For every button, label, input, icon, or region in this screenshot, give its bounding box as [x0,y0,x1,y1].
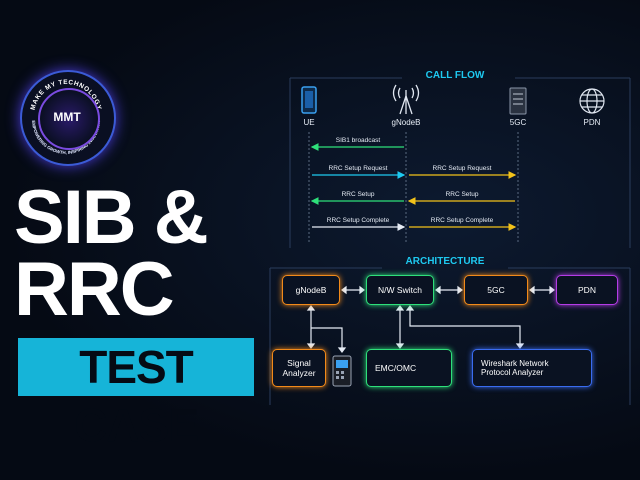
msg-rrc-setup-complete-left: RRC Setup Complete [326,217,390,224]
link-switch-wireshark [409,306,521,348]
signal-analyzer-line2: Analyzer [282,368,316,378]
entity-label-gnodeb: gNodeB [391,118,421,127]
wireshark-line1: Wireshark Network [481,359,549,368]
entity-label-ue: UE [303,118,315,127]
node-signal-analyzer: Signal Analyzer [272,349,326,387]
link-analyzer-device [311,327,343,352]
logo-emblem [38,88,100,150]
node-5gc: 5GC [464,275,528,305]
handheld-analyzer-icon [332,355,352,387]
entity-label-pdn: PDN [583,118,601,127]
call-flow-title: CALL FLOW [425,70,485,81]
node-emc-omc: EMC/OMC [366,349,452,387]
msg-rrc-setup-right: RRC Setup [445,191,479,198]
node-nw-switch: N/W Switch [366,275,434,305]
logo-center-text: MMT [53,110,81,124]
emc-omc-label: EMC/OMC [375,363,417,373]
test-case-banner: TEST CASE [18,338,254,451]
signal-analyzer-line1: Signal [287,358,311,368]
msg-rrc-setup-left: RRC Setup [341,191,375,198]
msg-rrc-setup-request-right: RRC Setup Request [432,165,492,172]
globe-icon [579,88,605,114]
phone-icon [301,86,317,114]
headline-line2: RRC [14,247,175,332]
wireshark-line2: Protocol Analyzer [481,368,544,377]
node-wireshark: Wireshark Network Protocol Analyzer [472,349,592,387]
msg-rrc-setup-complete-right: RRC Setup Complete [430,217,494,224]
headline-line1: SIB & [14,175,209,260]
antenna-icon [392,84,420,115]
architecture-title: ARCHITECTURE [405,256,485,267]
server-icon [509,87,527,115]
msg-rrc-setup-request-left: RRC Setup Request [328,165,388,172]
node-pdn: PDN [556,275,618,305]
entity-label-5gc: 5GC [509,118,527,127]
msg-sib1: SIB1 broadcast [335,137,381,144]
node-gnodeb: gNodeB [282,275,340,305]
